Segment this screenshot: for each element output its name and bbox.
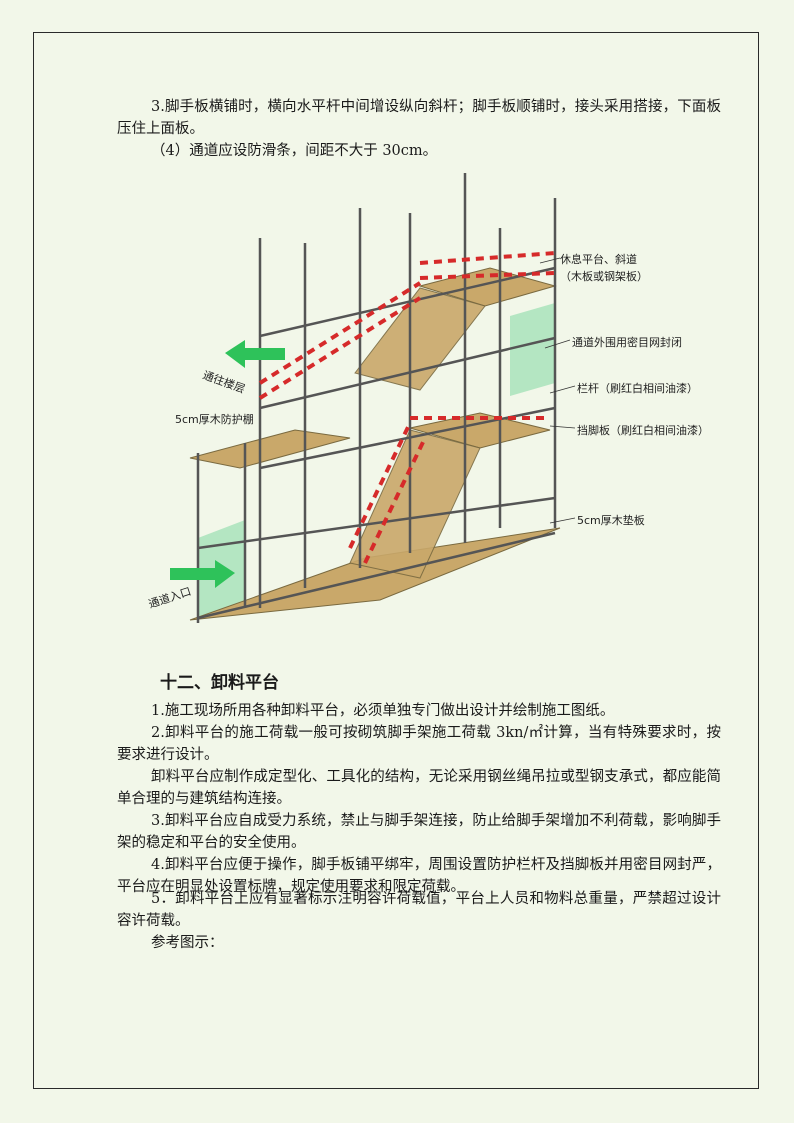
scaffold-pipes	[196, 173, 557, 623]
label-canopy: 5cm厚木防护棚	[175, 412, 254, 426]
label-rest-platform: 休息平台、斜道	[560, 252, 637, 266]
ramp-upper	[354, 287, 486, 391]
paragraph-anti-slip: （4）通道应设防滑条，间距不大于 30cm。	[151, 143, 438, 159]
section-title: 十二、卸料平台	[160, 673, 279, 693]
label-rest-platform-sub: （木板或钢架板）	[560, 269, 648, 283]
arrow-to-floor	[225, 340, 285, 368]
scaffold-ramp-diagram: 休息平台、斜道 （木板或钢架板） 通道外围用密目网封闭 栏杆（刷红白相间油漆） …	[147, 168, 740, 648]
paragraph-4: 3.卸料平台应自成受力系统，禁止与脚手架连接，防止给脚手架增加不利荷载，影响脚手…	[117, 813, 721, 851]
label-railing: 栏杆（刷红白相间油漆）	[577, 381, 698, 395]
paragraph-1: 1.施工现场所用各种卸料平台，必须单独专门做出设计并绘制施工图纸。	[151, 703, 615, 719]
paragraph-3: 卸料平台应制作成定型化、工具化的结构，无论采用钢丝绳吊拉或型钢支承式，都应能简单…	[117, 769, 721, 807]
page-border	[33, 32, 759, 1089]
paragraph-6: 5．卸料平台上应有显著标示注明容许荷载值，平台上人员和物料总重量，严禁超过设计容…	[117, 891, 721, 929]
net-panel-right	[510, 303, 555, 396]
paragraph-plank-laying: 3.脚手板横铺时，横向水平杆中间增设纵向斜杆；脚手板顺铺时，接头采用搭接，下面板…	[117, 99, 721, 137]
label-net: 通道外围用密目网封闭	[572, 335, 682, 349]
label-pad: 5cm厚木垫板	[577, 513, 645, 527]
ramp-lower	[349, 429, 481, 579]
paragraph-5: 4.卸料平台应便于操作，脚手板铺平绑牢，周围设置防护栏杆及挡脚板并用密目网封严，…	[117, 857, 721, 895]
canopy-platform	[189, 429, 351, 469]
label-toe-board: 挡脚板（刷红白相间油漆）	[577, 423, 709, 437]
leader-lines	[539, 257, 576, 524]
paragraph-2: 2.卸料平台的施工荷载一般可按砌筑脚手架施工荷载 3kn/㎡计算，当有特殊要求时…	[117, 725, 721, 763]
label-to-floor: 通往楼层	[201, 368, 247, 396]
paragraph-reference: 参考图示：	[151, 935, 224, 951]
arrow-entrance	[170, 560, 235, 588]
red-white-railings	[258, 251, 556, 564]
